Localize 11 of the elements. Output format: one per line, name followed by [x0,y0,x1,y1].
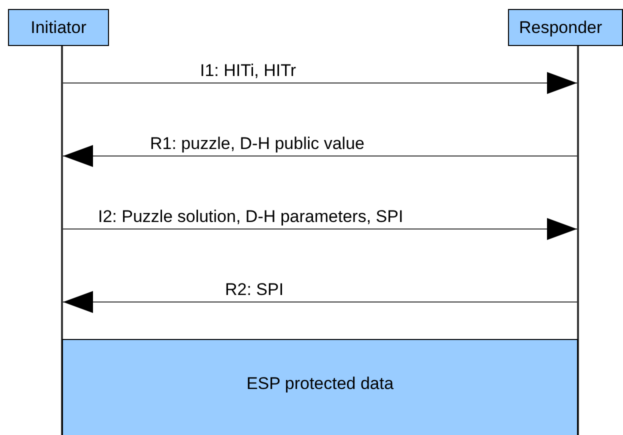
message-arrow [62,291,578,313]
message-label: I2: Puzzle solution, D-H parameters, SPI [98,207,404,227]
message-label: I1: HITi, HITr [200,61,296,81]
message-arrow [62,72,578,94]
participant-box: Initiator [8,9,109,46]
message-label: R2: SPI [225,280,284,300]
message-label: R1: puzzle, D-H public value [150,134,364,154]
data-band: ESP protected data [62,339,578,435]
participant-box: Responder [508,9,623,46]
message-arrow [62,218,578,240]
message-arrow [62,145,578,167]
